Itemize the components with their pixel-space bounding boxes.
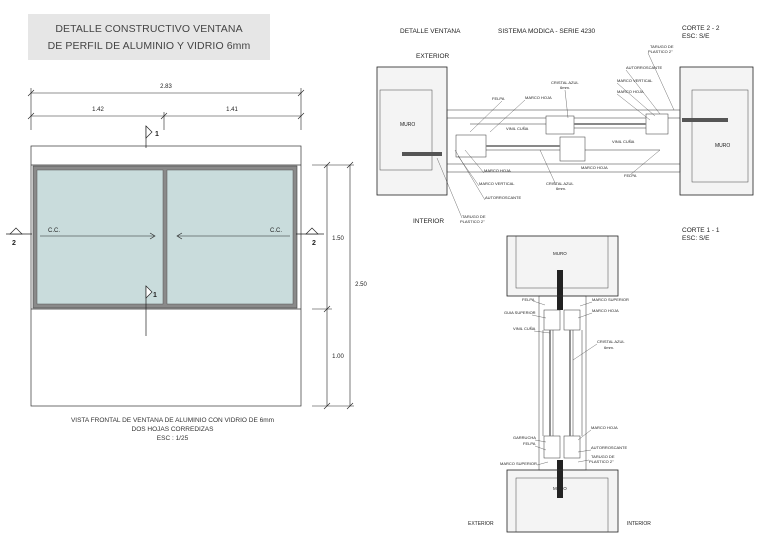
cut-1-bottom-label: 1 [153, 292, 157, 299]
section-label-marco-hoja-top: MARCO HOJA [592, 308, 619, 313]
plan-label-tarugo-bottom2: PLASTICO 2" [460, 219, 485, 224]
plan-leaders [436, 52, 675, 219]
title-block: DETALLE CONSTRUCTIVO VENTANA DE PERFIL D… [28, 14, 270, 60]
front-caption-line-2: DOS HOJAS CORREDIZAS [131, 426, 214, 433]
left-glass-pane [36, 169, 164, 305]
plan-label-marco-hoja-top: MARCO HOJA [617, 89, 644, 94]
sliding-arrow-left [40, 232, 156, 240]
section-label-guia-superior: GUIA SUPERIOR [504, 310, 536, 315]
title-line-2: DE PERFIL DE ALUMINIO Y VIDRIO 6mm [47, 40, 251, 52]
front-caption-line-1: VISTA FRONTAL DE VENTANA DE ALUMINIO CON… [70, 417, 275, 424]
section-exterior-label: EXTERIOR [468, 521, 494, 527]
section-label-autorroscante: AUTORROSCANTE [591, 445, 627, 450]
section-label-felpa-bottom: FELPA [523, 441, 536, 446]
section-cut-title: CORTE 1 - 1 [682, 227, 720, 234]
cc-right-label: C.C. [270, 228, 282, 234]
dim-partial-widths [27, 112, 305, 130]
plan-header-center: SISTEMA MODICA - SERIE 4230 [498, 28, 596, 35]
plan-label-marco-hoja-mid: MARCO HOJA [525, 95, 552, 100]
dim-total-width-label: 2.83 [160, 84, 172, 90]
cut-2-left-label: 2 [12, 240, 16, 247]
section-label-marco-superior-top: MARCO SUPERIOR [592, 297, 629, 302]
section-muro-top: MURO [553, 251, 567, 256]
plan-label-felpa-top: FELPA [492, 96, 505, 101]
plan-label-tarugo-bottom: TARUGO DE [462, 214, 486, 219]
section-label-tarugo: TARUGO DE [591, 454, 615, 459]
plan-label-vinil-cuna-left: VINIL CUÑA [506, 126, 529, 131]
plan-muro-right: MURO [715, 143, 730, 149]
plan-label-autorroscante-bottom: AUTORROSCANTE [485, 195, 521, 200]
plan-label-felpa-bottom: FELPA [624, 173, 637, 178]
dim-total-height-label: 2.50 [355, 282, 367, 288]
dim-sill-height-label: 1.00 [332, 354, 344, 360]
cut-2-right-label: 2 [312, 240, 316, 247]
plan-cut-scale: ESC: S/E [682, 33, 710, 40]
sliding-arrow-right [176, 232, 290, 240]
section-label-marco-hoja-bottom: MARCO HOJA [591, 425, 618, 430]
plan-label-marco-hoja-bottom: MARCO HOJA [484, 168, 511, 173]
plan-label-autorroscante-top: AUTORROSCANTE [626, 65, 662, 70]
section-cut-scale: ESC: S/E [682, 235, 710, 242]
plan-label-marco-vertical-top: MARCO VERTICAL [617, 78, 653, 83]
cc-left-label: C.C. [48, 228, 60, 234]
plan-label-vinil-cuna-right: VINIL CUÑA [612, 139, 635, 144]
dim-right-width-label: 1.41 [226, 107, 238, 113]
plan-label-cristal-azul-top: CRISTAL AZUL [551, 80, 579, 85]
front-caption-line-3: ESC : 1/25 [156, 435, 189, 442]
plan-label-cristal-azul-bottom2: 6mm. [556, 186, 566, 191]
plan-label-tarugo-top: TARUGO DE [650, 44, 674, 49]
dim-window-height-label: 1.50 [332, 236, 344, 242]
plan-exterior-label: EXTERIOR [416, 53, 450, 60]
section-interior-label: INTERIOR [627, 521, 651, 527]
section-leaders [531, 300, 598, 466]
wall-outline [30, 145, 302, 407]
plan-label-cristal-azul-bottom: CRISTAL AZUL [546, 181, 574, 186]
plan-cut-title: CORTE 2 - 2 [682, 25, 720, 32]
section-label-cristal-azul2: 6mm. [604, 345, 614, 350]
section-label-cristal-azul: CRISTAL AZUL [597, 339, 625, 344]
cut-1-top-label: 1 [155, 131, 159, 138]
plan-header-left: DETALLE VENTANA [400, 28, 461, 35]
section-label-garrucha: GARRUCHA [513, 435, 536, 440]
dim-left-width-label: 1.42 [92, 107, 104, 113]
plan-profile [446, 109, 681, 173]
dim-heights [312, 161, 354, 410]
section-label-felpa-top: FELPA [522, 297, 535, 302]
right-glass-pane [166, 169, 294, 305]
plan-wall-right [679, 66, 754, 196]
section-label-marco-superior-bottom: MARCO SUPERIOR [500, 461, 537, 466]
plan-interior-label: INTERIOR [413, 218, 444, 225]
section-profile [538, 295, 587, 471]
plan-wall-left [376, 66, 448, 196]
plan-muro-left: MURO [400, 122, 415, 128]
section-label-vinil-cuna: VINIL CUÑA [513, 326, 536, 331]
plan-label-marco-hoja-right: MARCO HOJA [581, 165, 608, 170]
title-line-1: DETALLE CONSTRUCTIVO VENTANA [55, 23, 243, 35]
cut-line-2 [6, 227, 324, 235]
dim-total-width [27, 88, 305, 130]
plan-label-cristal-azul-top2: 6mm. [560, 85, 570, 90]
plan-label-marco-vertical-bottom: MARCO VERTICAL [479, 181, 515, 186]
section-label-tarugo2: PLASTICO 2" [589, 459, 614, 464]
cut-line-1 [145, 125, 153, 336]
plan-label-tarugo-top2: PLASTICO 2" [648, 49, 673, 54]
